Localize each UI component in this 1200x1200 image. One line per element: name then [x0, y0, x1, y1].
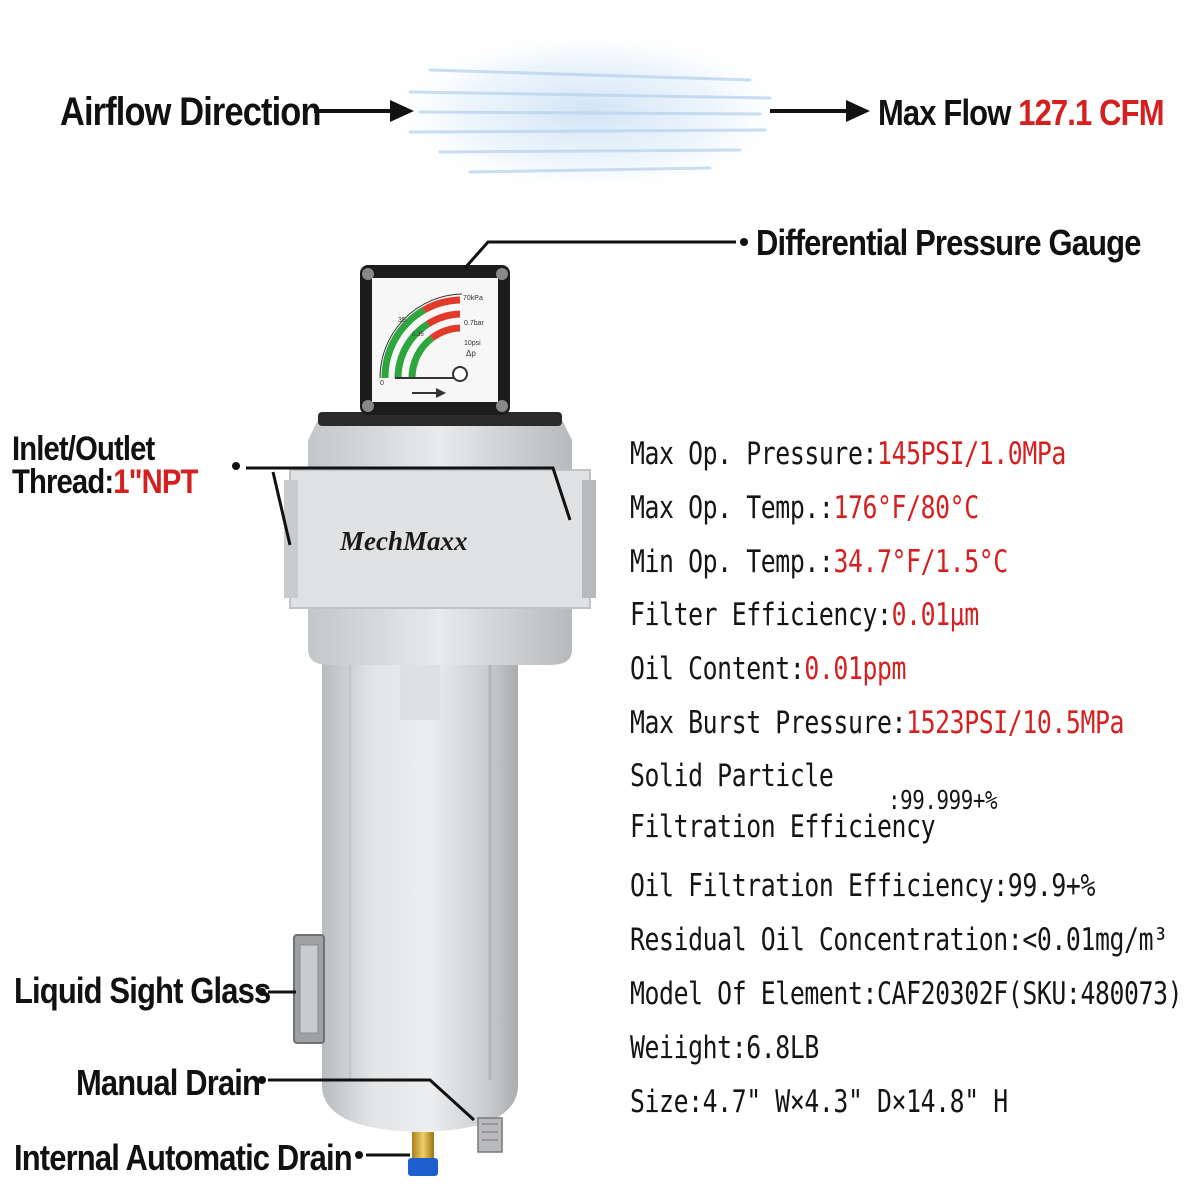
spec-oil-filtration-efficiency: Oil Filtration Efficiency:99.9+%: [630, 868, 1095, 904]
spec-weight: Weiight:6.8LB: [630, 1030, 819, 1066]
manual-drain-callout: Manual Drain: [76, 1062, 261, 1103]
max-flow-value: 127.1 CFM: [1018, 92, 1164, 133]
gauge-psi-label: 10psi: [464, 340, 481, 347]
airflow-cloud: [380, 27, 800, 197]
solid-particle-line1: Solid Particle: [630, 758, 834, 794]
inlet-line1: Inlet/Outlet: [12, 430, 155, 468]
solid-particle-line2: Filtration Efficiency: [630, 809, 936, 845]
spec-max-burst-pressure: Max Burst Pressure:1523PSI/10.5MPa: [630, 705, 1124, 741]
inlet-line2: Thread:1"NPT: [12, 463, 198, 501]
inlet-thread-label: Thread:: [12, 463, 114, 501]
spec-residual-oil: Residual Oil Concentration:<0.01mg/m³: [630, 922, 1168, 958]
gauge-kpa-label: 70kPa: [463, 295, 483, 302]
gauge-callout: Differential Pressure Gauge: [756, 222, 1141, 263]
spec-max-op-pressure: Max Op. Pressure:145PSI/1.0MPa: [630, 436, 1066, 472]
spec-value: 0.01ppm: [804, 651, 907, 687]
leader-dots: [232, 238, 748, 1159]
filter-bowl: [322, 640, 518, 1132]
leader-lines: [246, 240, 736, 1157]
airflow-direction-label: Airflow Direction: [60, 90, 321, 134]
solid-particle-value: :99.999+%: [888, 786, 998, 816]
spec-max-op-temp: Max Op. Temp.:176°F/80°C: [630, 490, 979, 526]
inlet-thread-value: 1"NPT: [113, 463, 198, 501]
spec-label: Filter Efficiency:: [630, 597, 892, 633]
spec-value: 145PSI/1.0MPa: [877, 436, 1066, 472]
spec-min-op-temp: Min Op. Temp.:34.7°F/1.5°C: [630, 544, 1008, 580]
spec-oil-content: Oil Content:0.01ppm: [630, 651, 907, 687]
airflow-arrow-left: [314, 100, 414, 122]
spec-value: 0.01μm: [891, 597, 980, 633]
spec-size: Size:4.7" W×4.3" D×14.8" H: [630, 1084, 1008, 1120]
inlet-outlet-callout: Inlet/Outlet Thread:1"NPT: [12, 430, 198, 501]
spec-value: 176°F/80°C: [833, 490, 979, 526]
spec-label: Max Burst Pressure:: [630, 705, 907, 741]
sight-glass-callout: Liquid Sight Glass: [14, 970, 271, 1011]
spec-label: Max Op. Temp.:: [630, 490, 834, 526]
gauge-mid2-label: 0.35: [412, 332, 424, 338]
spec-value: 1523PSI/10.5MPa: [906, 705, 1125, 741]
max-flow-label: Max Flow 127.1 CFM: [878, 92, 1164, 134]
spec-label: Min Op. Temp.:: [630, 544, 834, 580]
auto-drain-callout: Internal Automatic Drain: [14, 1137, 353, 1178]
spec-label: Max Op. Pressure:: [630, 436, 878, 472]
manual-drain-valve: [477, 1117, 503, 1153]
spec-model-of-element: Model Of Element:CAF20302F(SKU:480073): [630, 976, 1183, 1012]
gauge-mid1-label: 35: [398, 317, 406, 324]
gauge-delta-label: Δp: [466, 349, 476, 358]
max-flow-text: Max Flow: [878, 92, 1011, 133]
gauge-zero-label: 0: [380, 380, 384, 387]
airflow-arrow-right: [770, 100, 870, 122]
spec-value: 34.7°F/1.5°C: [833, 544, 1008, 580]
automatic-drain-fitting: [408, 1132, 438, 1176]
differential-pressure-gauge: 70kPa 0.7bar 10psi 35 0.35 0 Δp: [360, 265, 510, 415]
brand-logo-text: MechMaxx: [339, 526, 468, 556]
spec-filter-efficiency: Filter Efficiency:0.01μm: [630, 597, 979, 633]
filter-head: [284, 412, 596, 665]
gauge-bar-label: 0.7bar: [464, 320, 485, 327]
spec-label: Oil Content:: [630, 651, 805, 687]
sight-glass: [293, 934, 325, 1044]
